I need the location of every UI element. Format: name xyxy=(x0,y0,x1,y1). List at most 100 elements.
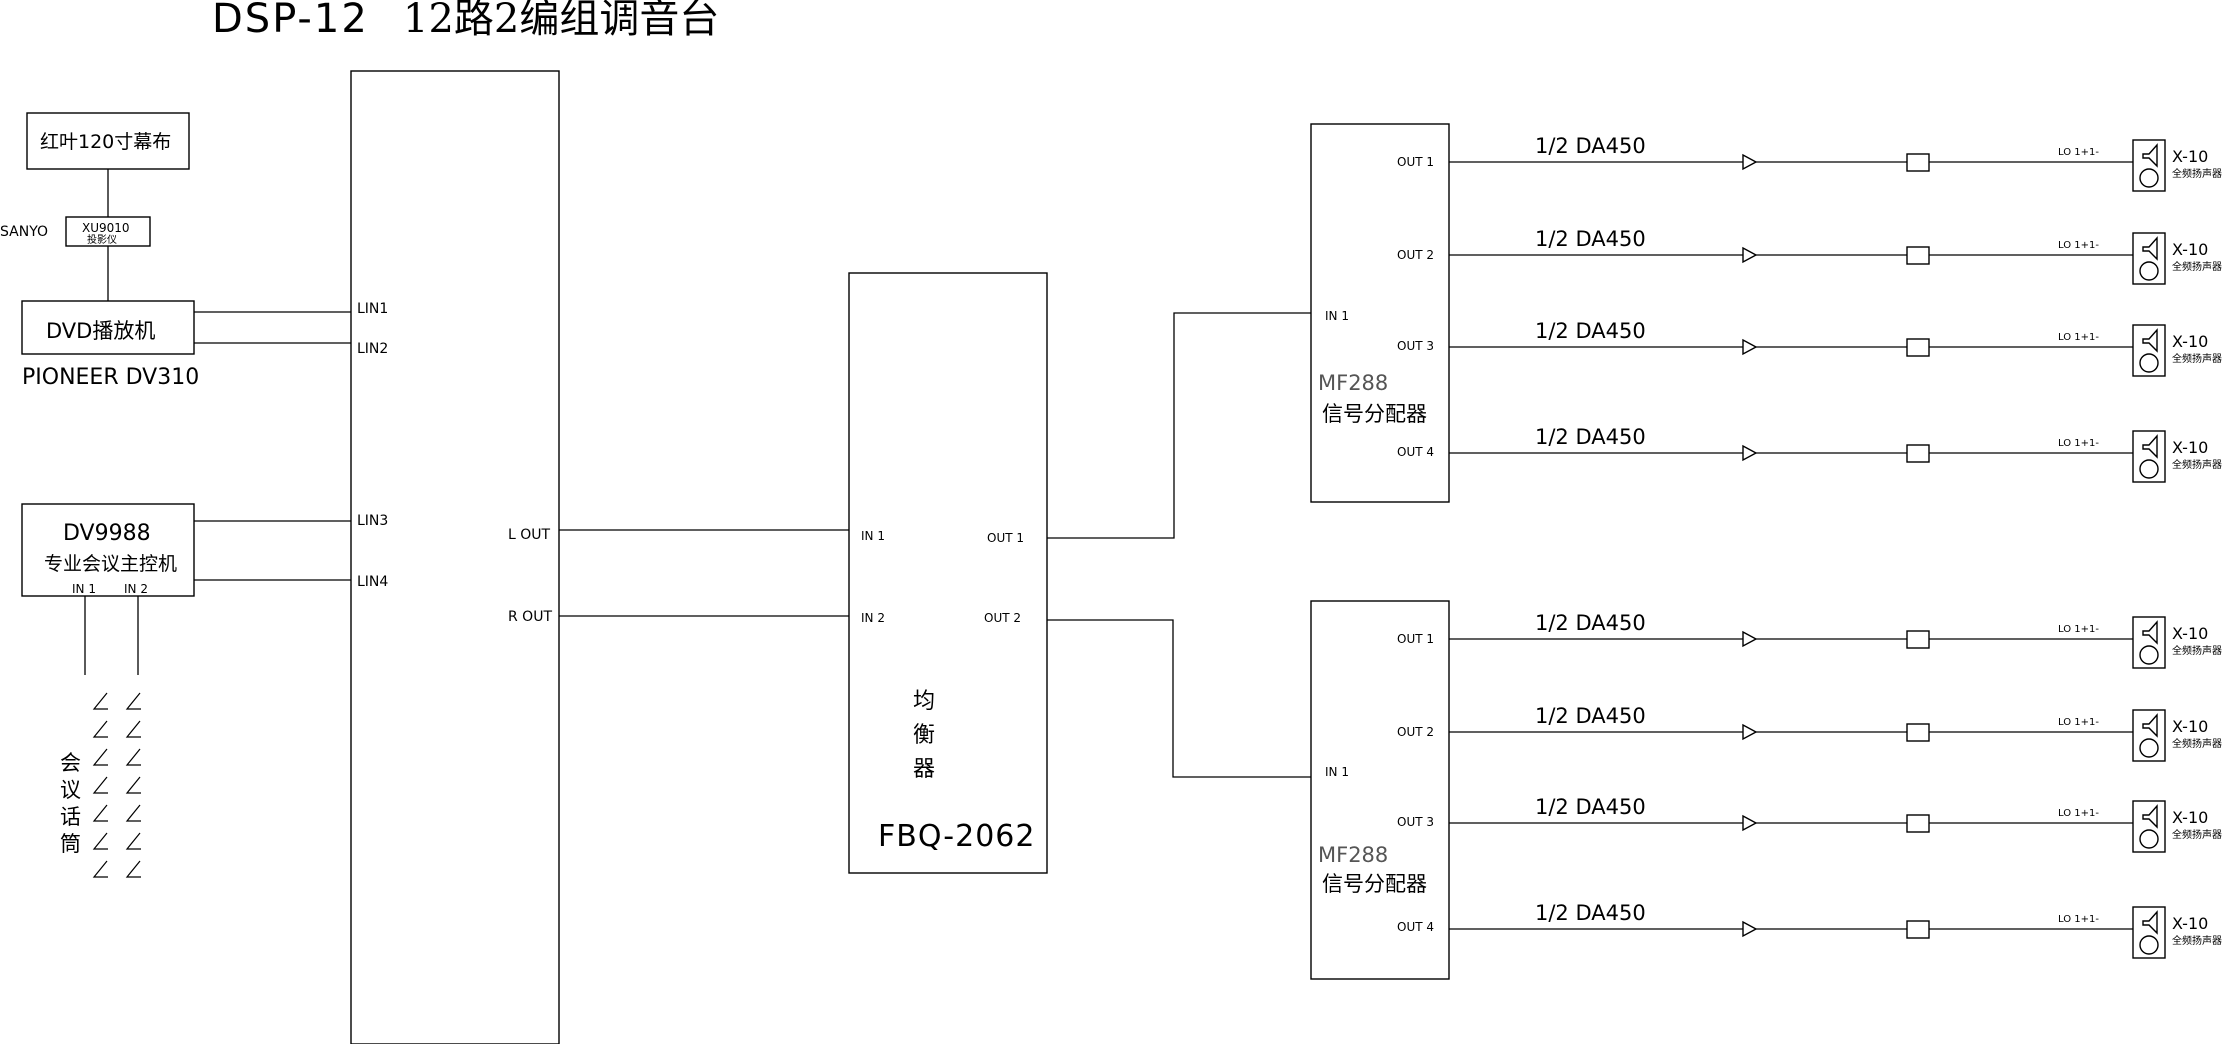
speaker-model: X-10 xyxy=(2172,808,2208,827)
mixer-input-label: LIN1 xyxy=(357,301,388,317)
projector-brand: SANYO xyxy=(0,224,48,240)
speaker-cone-icon xyxy=(2139,829,2159,849)
amplifier-triangle-icon xyxy=(1742,920,1758,938)
conference-in2-label: IN 2 xyxy=(124,582,148,596)
amplifier-label: 1/2 DA450 xyxy=(1535,134,1646,158)
speaker-cone-icon xyxy=(2139,645,2159,665)
amplifier-label: 1/2 DA450 xyxy=(1535,425,1646,449)
amplifier-triangle-icon xyxy=(1742,444,1758,462)
eq-out1-label: OUT 1 xyxy=(987,531,1024,545)
eq-name-char: 均 xyxy=(913,689,935,714)
speaker-model: X-10 xyxy=(2172,624,2208,643)
speaker-box-icon xyxy=(2132,232,2166,285)
speaker-desc: 全频扬声器 xyxy=(2172,934,2222,947)
amplifier-triangle-icon xyxy=(1742,338,1758,356)
connector-box-icon xyxy=(1906,723,1930,742)
splitter-2-out-label: OUT 3 xyxy=(1397,815,1434,829)
eq-out1-to-splitter1-wire xyxy=(1047,312,1311,539)
eq-out2-label: OUT 2 xyxy=(984,611,1021,625)
projector-desc: 投影仪 xyxy=(87,233,117,246)
splitter-2-out-label: OUT 1 xyxy=(1397,632,1434,646)
microphone-array xyxy=(92,692,141,878)
speaker-model: X-10 xyxy=(2172,914,2208,933)
mixer-input-label: LIN2 xyxy=(357,341,388,357)
speaker-model: X-10 xyxy=(2172,240,2208,259)
speaker-box-icon xyxy=(2132,906,2166,959)
splitter-1-desc: 信号分配器 xyxy=(1322,402,1427,426)
speaker-desc: 全频扬声器 xyxy=(2172,737,2222,750)
connector-box-icon xyxy=(1906,920,1930,939)
title-model: DSP-12 xyxy=(212,0,369,42)
splitter-2-in-label: IN 1 xyxy=(1325,765,1349,779)
mixer-output-label: L OUT xyxy=(508,527,551,543)
microphone-icon xyxy=(92,692,108,710)
equalizer-box xyxy=(848,272,1048,874)
splitter-1-out-label: OUT 3 xyxy=(1397,339,1434,353)
mixer-input-label: LIN4 xyxy=(357,574,388,590)
splitter-1-out-label: OUT 1 xyxy=(1397,155,1434,169)
dvd-player-box xyxy=(21,300,195,355)
microphone-icon xyxy=(92,776,108,794)
mic-label-char: 会 xyxy=(60,751,81,775)
eq-in2-label: IN 2 xyxy=(861,611,885,625)
speaker-cone-icon xyxy=(2139,261,2159,281)
speaker-model: X-10 xyxy=(2172,717,2208,736)
speaker-box-icon xyxy=(2132,324,2166,377)
conference-desc: 专业会议主控机 xyxy=(44,553,177,575)
amplifier-triangle-icon xyxy=(1742,246,1758,264)
projector-model: XU9010 xyxy=(82,221,130,235)
microphone-icon xyxy=(125,804,141,822)
connector-box-icon xyxy=(1906,338,1930,357)
mic-label-char: 筒 xyxy=(60,832,81,856)
microphone-icon xyxy=(125,832,141,850)
splitter-1-model: MF288 xyxy=(1318,371,1388,395)
mixer-output-label: R OUT xyxy=(508,609,552,625)
splitter-2-desc: 信号分配器 xyxy=(1322,872,1427,896)
amplifier-label: 1/2 DA450 xyxy=(1535,704,1646,728)
amplifier-triangle-icon xyxy=(1742,814,1758,832)
amplifier-label: 1/2 DA450 xyxy=(1535,611,1646,635)
eq-name-char: 器 xyxy=(913,757,935,782)
speaker-desc: 全频扬声器 xyxy=(2172,644,2222,657)
speaker-cone-icon xyxy=(2139,459,2159,479)
mixer-input-label: LIN3 xyxy=(357,513,388,529)
lo-terminal-label: LO 1+1- xyxy=(2058,808,2099,819)
microphone-icon xyxy=(125,692,141,710)
conference-controller-box xyxy=(21,503,195,597)
title-desc: 12路2编组调音台 xyxy=(403,0,719,42)
mic-label-char: 议 xyxy=(60,778,81,802)
speaker-cone-icon xyxy=(2139,935,2159,955)
microphone-icon xyxy=(125,748,141,766)
speaker-driver-icon xyxy=(2142,328,2158,353)
lo-terminal-label: LO 1+1- xyxy=(2058,914,2099,925)
mixer-box xyxy=(350,70,560,1044)
speaker-box-icon xyxy=(2132,800,2166,853)
amplifier-label: 1/2 DA450 xyxy=(1535,795,1646,819)
speaker-driver-icon xyxy=(2142,434,2158,459)
speaker-driver-icon xyxy=(2142,236,2158,261)
speaker-driver-icon xyxy=(2142,804,2158,829)
eq-model: FBQ-2062 xyxy=(878,819,1035,854)
speaker-box-icon xyxy=(2132,709,2166,762)
connector-box-icon xyxy=(1906,444,1930,463)
microphone-icon xyxy=(92,748,108,766)
lo-terminal-label: LO 1+1- xyxy=(2058,332,2099,343)
amplifier-triangle-icon xyxy=(1742,630,1758,648)
splitter-1-out-label: OUT 2 xyxy=(1397,248,1434,262)
mic-label-char: 话 xyxy=(60,805,81,829)
microphone-icon xyxy=(125,776,141,794)
splitter-1-box xyxy=(1310,123,1450,503)
amplifier-label: 1/2 DA450 xyxy=(1535,901,1646,925)
amplifier-label: 1/2 DA450 xyxy=(1535,227,1646,251)
eq-out2-to-splitter2-wire xyxy=(1047,619,1311,778)
splitter-2-box xyxy=(1310,600,1450,980)
splitter-2-model: MF288 xyxy=(1318,843,1388,867)
microphone-icon xyxy=(92,832,108,850)
